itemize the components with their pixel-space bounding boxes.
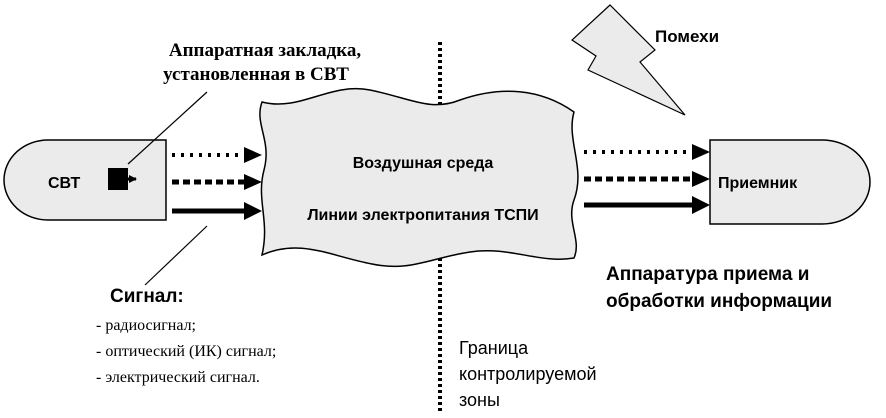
optical-signal-arrowhead-left [244,174,262,190]
receiver-shape [709,139,871,225]
electric-signal-arrowhead-right [692,196,710,214]
medium-label-line1: Воздушная среда [353,155,494,172]
interference-lightning-icon [571,4,686,116]
equipment-label-line2: обработки информации [606,291,832,312]
signal-type-item: - радиосигнал; [96,317,196,334]
medium-label-line2: Линии электропитания ТСПИ [307,207,538,224]
boundary-label-line2: контролируемой [459,364,597,384]
signal-title: Сигнал: [110,286,184,307]
radio-signal-arrowhead-left [244,147,262,163]
radio-signal-arrowhead-right [692,144,710,160]
optical-signal-arrowhead-right [692,171,710,187]
signal-type-item: - оптический (ИК) сигнал; [96,343,276,360]
electric-signal-arrowhead-left [244,202,262,220]
signal-leader-line [144,225,208,286]
medium-cloud-shape [259,87,579,268]
svt-label: СВТ [48,175,81,192]
bug-label-line1: Аппаратная закладка, [169,40,362,61]
hardware-bug-box [108,168,128,190]
equipment-label-line1: Аппаратура приема и [606,264,809,285]
boundary-label-line1: Граница [459,338,529,358]
svt-shape [3,139,167,221]
boundary-label-line3: зоны [459,390,500,410]
signal-type-item: - электрический сигнал. [96,369,260,386]
bug-leader-line [127,91,208,165]
interference-label: Помехи [655,27,719,46]
receiver-label: Приемник [718,175,798,192]
bug-label-line2: установленная в СВТ [163,64,349,85]
